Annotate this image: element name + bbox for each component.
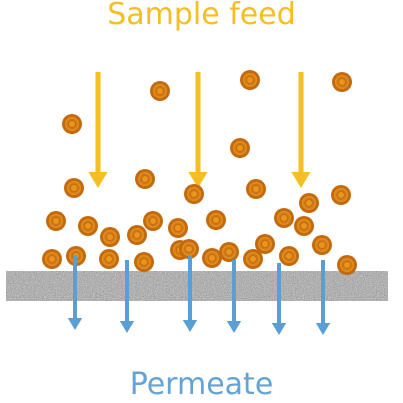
particle-icon [337,255,357,275]
membrane [6,271,388,301]
particle-icon [299,193,319,213]
permeate-label: Permeate [129,367,274,402]
arrow-down-icon [226,260,242,333]
particle-icon [64,178,84,198]
particle-icon [294,216,314,236]
arrow-down-icon [182,255,198,332]
particle-icon [46,211,66,231]
sample-feed-label: Sample feed [107,0,296,32]
particle-icon [168,218,188,238]
particle-icon [206,210,226,230]
particle-icon [219,242,239,262]
particle-icon [230,138,250,158]
particle-icon [255,234,275,254]
particle-icon [274,208,294,228]
permeate-arrows [67,255,331,335]
particle-icon [243,249,263,269]
arrow-down-icon [119,260,135,333]
particle-icon [135,169,155,189]
arrow-down-icon [188,72,208,188]
particle-icon [62,114,82,134]
arrow-down-icon [291,72,311,188]
particle-icon [42,249,62,269]
arrow-down-icon [88,72,108,188]
feed-arrows [88,72,311,188]
particle-icon [179,239,199,259]
particle-icon [134,252,154,272]
particle-icon [240,70,260,90]
particle-icon [202,248,222,268]
particle-icon [332,72,352,92]
particle-icon [150,81,170,101]
particles [42,70,357,275]
particle-icon [312,235,332,255]
arrow-down-icon [315,260,331,335]
particle-icon [143,211,163,231]
particle-icon [184,184,204,204]
particle-icon [127,225,147,245]
particle-icon [78,216,98,236]
particle-icon [246,179,266,199]
particle-icon [279,246,299,266]
arrow-down-icon [271,263,287,335]
particle-icon [331,185,351,205]
particle-icon [100,227,120,247]
arrow-down-icon [67,255,83,330]
particle-icon [99,249,119,269]
